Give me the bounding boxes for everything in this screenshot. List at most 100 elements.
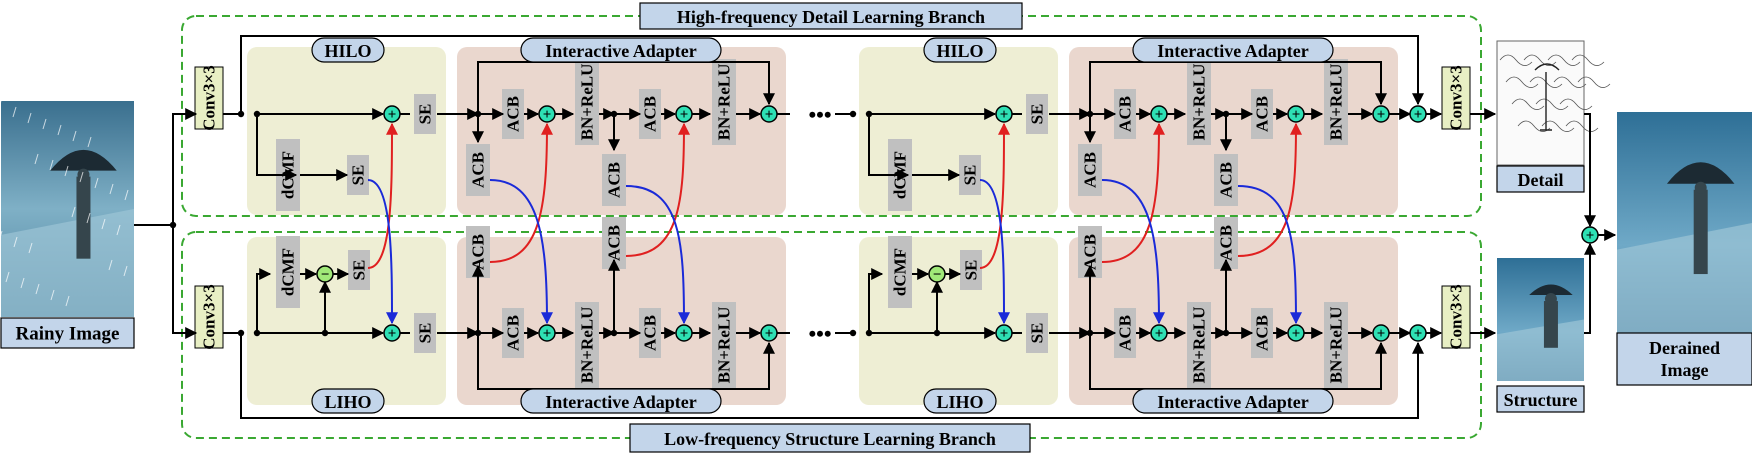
se-out-label: SE xyxy=(416,104,435,125)
rain-streak xyxy=(27,112,32,124)
detail-caption-label: Detail xyxy=(1518,170,1564,190)
add-operator xyxy=(383,324,401,342)
hilo-tag-2-label: HILO xyxy=(936,41,983,61)
rain-streak xyxy=(72,130,77,142)
junction-dot xyxy=(237,110,245,118)
acb-cross-1-box xyxy=(466,144,490,196)
add-operator xyxy=(1287,105,1305,123)
junction-dot xyxy=(169,221,177,229)
acb-cross-2-label: ACB xyxy=(1217,225,1236,261)
add-operator xyxy=(1287,324,1305,342)
junction-dot xyxy=(610,329,618,337)
add-sign: + xyxy=(1377,326,1386,342)
rain-streak xyxy=(42,118,47,130)
conv-top-in-label: Conv3×3 xyxy=(200,65,219,130)
rain-streak xyxy=(49,159,54,171)
junction-dot xyxy=(1222,110,1230,118)
add-sign: + xyxy=(1586,228,1595,244)
se-inner-bottom-label: SE xyxy=(350,260,369,281)
long-skip xyxy=(240,333,1424,419)
add-operator xyxy=(1409,105,1427,123)
add-sign: + xyxy=(543,326,552,342)
rain-streak xyxy=(94,177,99,189)
adapter-tag-4-box xyxy=(1132,388,1334,414)
acb-2-label: ACB xyxy=(641,96,660,132)
rain-streak xyxy=(71,206,76,218)
adapter-tag-3-box xyxy=(520,388,722,414)
hilo-tag-2-box xyxy=(923,37,997,63)
acb-2-label: ACB xyxy=(1253,315,1272,351)
acb-cross-2-box xyxy=(602,154,626,206)
dcmf-path xyxy=(256,114,298,181)
junction-dot xyxy=(865,329,873,337)
conv-top-out-label: Conv3×3 xyxy=(1447,65,1466,130)
junction-dot xyxy=(849,110,857,118)
derained-image xyxy=(1617,112,1752,334)
add-sign: + xyxy=(388,107,397,123)
acb-cross-1-label: ACB xyxy=(1081,152,1100,188)
structure-caption-label: Structure xyxy=(1504,390,1578,410)
junction-dot xyxy=(474,329,482,337)
bnrelu-2-box xyxy=(712,59,736,145)
conv-bottom-in-box xyxy=(195,286,223,348)
se-out-box xyxy=(1026,313,1048,353)
acb-cross-1-label: ACB xyxy=(1081,234,1100,270)
dcmf-path xyxy=(868,114,910,181)
acb-1-label: ACB xyxy=(1116,315,1135,351)
rain-streak xyxy=(108,259,113,271)
acb-2-box xyxy=(1251,308,1273,358)
derained-image-caption-label-2: Image xyxy=(1661,360,1709,380)
dcmf-top-label: dCMF xyxy=(891,151,910,199)
structure-image-head xyxy=(1544,293,1557,306)
acb-cross-2-label: ACB xyxy=(1217,162,1236,198)
junction-dot xyxy=(1086,329,1094,337)
cross-red-acb1 xyxy=(1101,122,1165,263)
adapter-module-2 xyxy=(1069,47,1398,215)
rain-streak xyxy=(50,289,55,301)
rain-streak xyxy=(57,124,62,136)
se-inner-top-label: SE xyxy=(349,165,368,186)
acb-1-label: ACB xyxy=(504,96,523,132)
conv-bottom-out-border xyxy=(1441,285,1471,349)
add-operator xyxy=(1150,105,1168,123)
se-inner-bottom-box xyxy=(348,250,370,290)
se-inner-top-box xyxy=(959,155,981,195)
cross-blue-se xyxy=(367,179,398,325)
cross-blue-se xyxy=(979,179,1010,325)
cross-blue-acb1 xyxy=(1101,179,1165,325)
acb-cross-2-label: ACB xyxy=(605,225,624,261)
add-sign: + xyxy=(765,326,774,342)
rain-streak xyxy=(13,236,18,248)
add-operator xyxy=(383,105,401,123)
add-sign: + xyxy=(1000,326,1009,342)
rain-streak xyxy=(79,171,84,183)
se-inner-bottom-box xyxy=(960,250,982,290)
rain-streak xyxy=(34,153,39,165)
acb-cross-1-label: ACB xyxy=(469,234,488,270)
detail-edge xyxy=(1511,98,1545,110)
dcmf-top-label: dCMF xyxy=(279,151,298,199)
bnrelu-1-label: BN+ReLU xyxy=(1190,307,1209,384)
junction-dot xyxy=(1086,110,1094,118)
se-out-label: SE xyxy=(416,323,435,344)
bnrelu-1-box xyxy=(1187,59,1211,145)
acb-cross-1-label: ACB xyxy=(469,152,488,188)
rain-streak xyxy=(65,295,70,307)
rainy-image-caption-label: Rainy Image xyxy=(16,324,120,345)
junction-dot xyxy=(849,329,857,337)
subtract-operator xyxy=(316,265,334,283)
derained-image-ground xyxy=(1617,223,1752,334)
add-sign: + xyxy=(1155,107,1164,123)
adapter-tag-2-label: Interactive Adapter xyxy=(1157,41,1308,61)
derained-image-person xyxy=(1693,189,1708,275)
detail-caption-box xyxy=(1496,165,1585,193)
structure-image xyxy=(1497,258,1584,381)
liho-tag-1-box xyxy=(311,388,385,414)
bnrelu-1-box xyxy=(1187,302,1211,388)
structure-caption-box xyxy=(1496,385,1585,413)
detail-edge xyxy=(1499,54,1533,66)
acb-2-box xyxy=(639,89,661,139)
junction-dot xyxy=(474,110,482,118)
cross-blue-acb2 xyxy=(1237,185,1302,325)
add-sign: + xyxy=(680,107,689,123)
